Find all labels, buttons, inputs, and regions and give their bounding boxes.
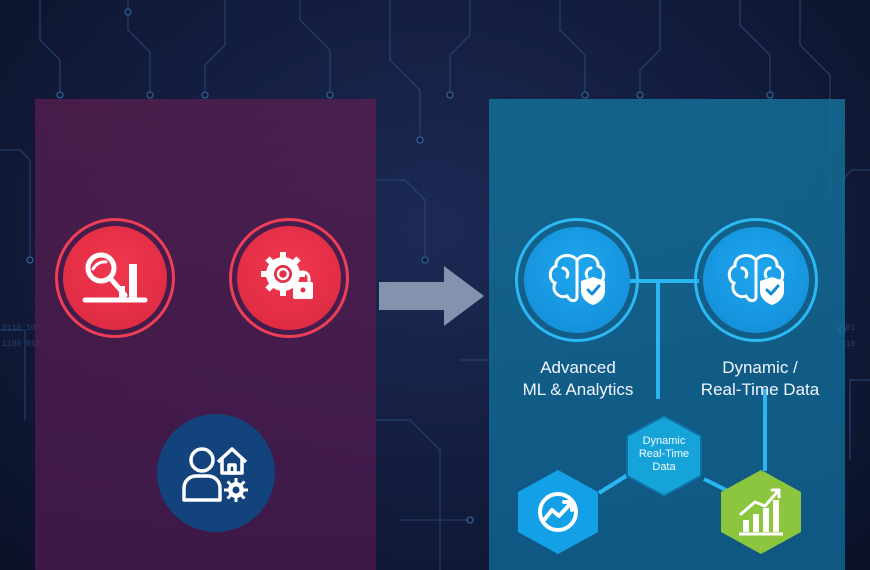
legacy-security-ring	[229, 218, 349, 338]
realtime-data-label-line1: Dynamic /	[722, 358, 798, 377]
legacy-analytics-node	[63, 226, 167, 330]
svg-text:0110: 0110	[836, 340, 855, 349]
svg-text:1100 0101: 1100 0101	[2, 340, 45, 349]
ml-analytics-node	[524, 227, 630, 333]
ml-analytics-ring	[515, 218, 639, 342]
ml-analytics-label-line1: Advanced	[540, 358, 616, 377]
hub-label-line1: Dynamic	[642, 435, 686, 447]
realtime-data-label: Dynamic / Real-Time Data	[685, 357, 835, 401]
realtime-data-label-line2: Real-Time Data	[700, 380, 820, 399]
realtime-data-node	[703, 227, 809, 333]
gear-lock-icon	[261, 252, 313, 299]
user-home-settings-icon	[182, 447, 248, 502]
legacy-security-node	[237, 226, 341, 330]
hub-label-line2: Real-Time	[638, 448, 690, 460]
svg-text:1001: 1001	[836, 324, 855, 333]
brain-shield-icon	[727, 254, 785, 305]
trend-hexagon	[518, 470, 598, 554]
ml-analytics-label-line2: ML & Analytics	[522, 380, 634, 399]
search-chart-icon	[82, 252, 148, 303]
legacy-analytics-ring	[55, 218, 175, 338]
realtime-data-ring	[694, 218, 818, 342]
brain-shield-icon	[548, 254, 606, 305]
bar-growth-icon	[739, 488, 783, 536]
hub-label: Dynamic Real-Time Data	[622, 435, 706, 474]
growth-hexagon	[721, 470, 801, 554]
arrow-right-icon	[379, 266, 484, 326]
trend-icon	[538, 492, 578, 532]
svg-text:0110 1001: 0110 1001	[2, 324, 45, 333]
ml-analytics-label: Advanced ML & Analytics	[503, 357, 653, 401]
hub-hexagon	[626, 414, 702, 498]
legacy-user-node	[157, 414, 275, 532]
hub-label-line3: Data	[652, 461, 676, 473]
